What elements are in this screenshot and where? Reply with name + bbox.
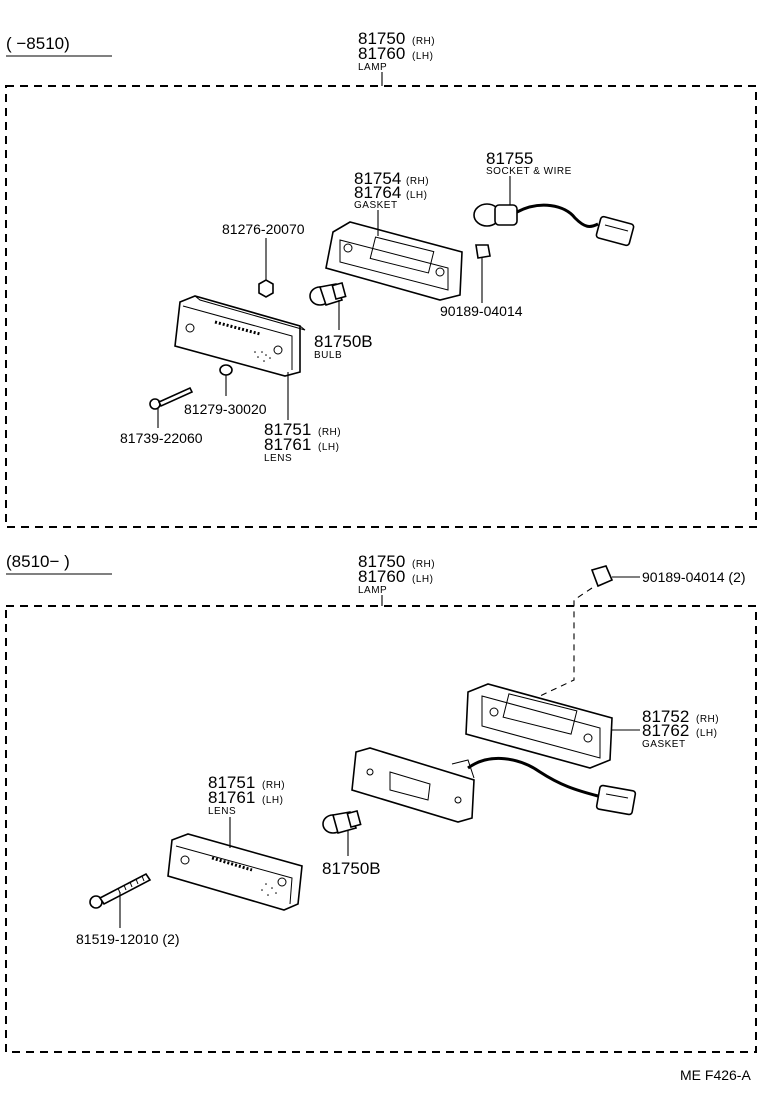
top-range-label: ( −8510) [6,34,70,53]
bottom-screw-label: 81519-12010 (2) [76,931,180,947]
bottom-lens [167,833,303,911]
top-lamp-rh-number: 81750 [358,29,405,48]
top-socket-name: SOCKET & WIRE [486,166,572,177]
top-screw-label: 81739-22060 [120,430,203,446]
top-lamp-lh-tag: (LH) [412,51,433,62]
bottom-section: (8510− ) 81750 (RH) 81760 (LH) LAMP 9018… [5,552,757,1053]
top-socket-wire [473,203,635,247]
top-lens-lh-number: 81761 [264,435,311,454]
top-lamp-lh-number: 81760 [358,44,405,63]
bottom-lamp-lh-tag: (LH) [412,574,433,585]
bottom-clip [590,565,614,588]
bottom-lamp-rh-number: 81750 [358,552,405,571]
bottom-lens-lh-tag: (LH) [262,795,283,806]
bottom-gasket-rh-number: 81752 [642,707,689,726]
footer-code: ME F426-A [680,1067,751,1083]
bottom-lamp-name: LAMP [358,585,387,596]
top-socket-number: 81755 [486,149,533,168]
top-bulb-name: BULB [314,350,342,361]
bottom-lamp-lh-number: 81760 [358,567,405,586]
top-gasket [325,221,463,301]
bottom-gasket-name: GASKET [642,739,686,750]
bottom-lamp-rh-tag: (RH) [412,559,435,570]
bottom-bulb [322,809,362,834]
top-frame [5,85,757,528]
bottom-clip-dashed-leader [539,587,593,697]
bottom-clip-label: 90189-04014 (2) [642,569,746,585]
top-lens [174,295,306,377]
top-nut-label: 81276-20070 [222,221,305,237]
top-lamp-rh-tag: (RH) [412,36,435,47]
top-gasket-lh-tag: (LH) [406,190,427,201]
bottom-gasket-lh-number: 81762 [642,721,689,740]
bottom-gasket-rh-tag: (RH) [696,714,719,725]
bottom-lens-rh-number: 81751 [208,773,255,792]
top-lens-name: LENS [264,453,292,464]
bottom-bulb-number: 81750B [322,859,381,878]
top-bulb [309,281,347,306]
top-clip [475,244,491,259]
bottom-lens-name: LENS [208,806,236,817]
bottom-range-label: (8510− ) [6,552,70,571]
top-washer-label: 81279-30020 [184,401,267,417]
top-lamp-name: LAMP [358,62,387,73]
bottom-lens-lh-number: 81761 [208,788,255,807]
top-clip-label: 90189-04014 [440,303,523,319]
top-nut [258,279,274,298]
top-section: ( −8510) 81750 (RH) 81760 (LH) LAMP 8175… [5,29,757,528]
bottom-lens-rh-tag: (RH) [262,780,285,791]
top-bulb-number: 81750B [314,332,373,351]
top-washer [219,364,233,376]
top-lens-lh-tag: (LH) [318,442,339,453]
bottom-screw [89,872,152,909]
bottom-gasket-lh-tag: (LH) [696,728,717,739]
bottom-gasket [465,683,613,769]
top-gasket-rh-number: 81754 [354,169,401,188]
top-gasket-name: GASKET [354,200,398,211]
top-lens-rh-number: 81751 [264,420,311,439]
top-screw [149,386,194,410]
bottom-housing [351,747,637,823]
top-gasket-lh-number: 81764 [354,183,401,202]
top-lens-rh-tag: (RH) [318,427,341,438]
top-gasket-rh-tag: (RH) [406,176,429,187]
bottom-frame [5,605,757,1053]
